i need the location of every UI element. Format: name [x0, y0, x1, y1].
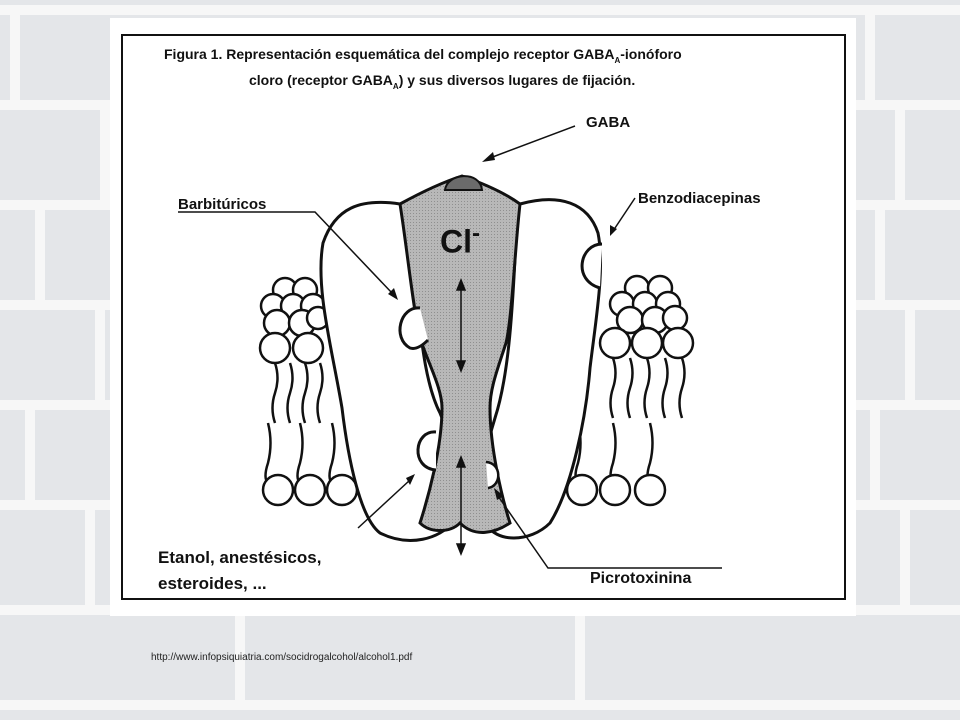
label-etanol-line1: Etanol, anestésicos,	[158, 548, 322, 567]
label-pointer-heads	[388, 152, 617, 500]
label-barbituricos: Barbitúricos	[178, 196, 267, 213]
source-url: http://www.infopsiquiatria.com/socidroga…	[151, 652, 413, 663]
gaba-binding-site	[443, 175, 484, 191]
ethanol-binding-site	[416, 430, 437, 472]
picrotoxinin-binding-site	[485, 460, 500, 490]
chloride-channel	[398, 174, 522, 534]
label-gaba: GABA	[586, 114, 631, 131]
ion-flow-arrows	[455, 277, 467, 557]
figure-frame	[121, 34, 846, 600]
figure-caption-line2: cloro (receptor GABAA) y sus diversos lu…	[249, 72, 636, 91]
barbiturate-binding-site	[398, 306, 430, 350]
figure-caption-line1: Figura 1. Representación esquemática del…	[164, 46, 682, 65]
left-lipid-bilayer	[258, 276, 359, 507]
label-picrotoxinina: Picrotoxinina	[590, 570, 692, 587]
label-pointers	[178, 125, 722, 569]
label-etanol-line2: esteroides, ...	[158, 574, 267, 593]
label-benzodiacepinas: Benzodiacepinas	[638, 190, 761, 207]
benzodiazepine-binding-site	[580, 242, 603, 290]
right-lipid-bilayer	[565, 274, 695, 507]
figure-panel: Figura 1. Representación esquemática del…	[110, 18, 856, 616]
gaba-receptor-diagram	[178, 125, 722, 569]
chloride-ion-label: Cl-	[440, 220, 480, 260]
